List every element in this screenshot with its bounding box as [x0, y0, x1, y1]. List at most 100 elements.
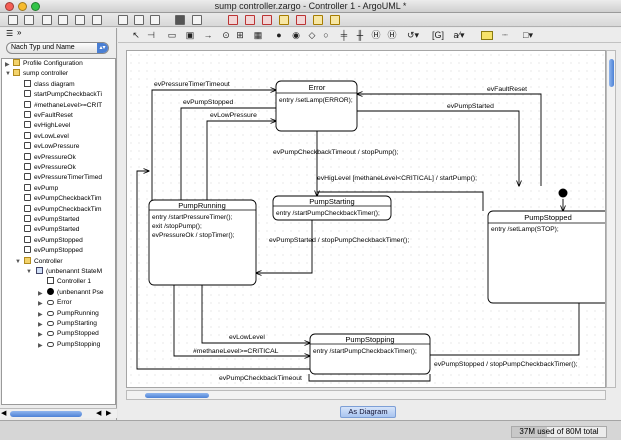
tree-expander-icon[interactable]: ▶: [38, 301, 43, 308]
zoom-icon[interactable]: [192, 15, 202, 25]
tree-expander-icon[interactable]: ▶: [38, 342, 43, 349]
select-tool-icon[interactable]: ↖: [132, 30, 140, 40]
state-diagram-icon[interactable]: [262, 15, 272, 25]
transition-line[interactable]: [151, 90, 276, 225]
transition-tool-icon[interactable]: →: [203, 30, 213, 40]
tree-horizontal-scrollbar[interactable]: ◀ ◀ ▶: [0, 408, 117, 418]
state-pump-starting[interactable]: PumpStarting entry /startPumpCheckbackTi…: [272, 195, 392, 221]
print-icon[interactable]: [92, 15, 102, 25]
call-event-tool-icon[interactable]: ↺▾: [406, 30, 420, 40]
state-pump-running[interactable]: PumpRunning entry /startPressureTimer();…: [148, 199, 257, 286]
close-window-button[interactable]: [5, 2, 14, 11]
tree-item[interactable]: evPressureTimerTimed: [24, 173, 102, 183]
transition-line[interactable]: [201, 285, 310, 343]
new-project-icon[interactable]: [8, 15, 18, 25]
zoom-window-button[interactable]: [31, 2, 40, 11]
tree-item[interactable]: Controller 1: [47, 277, 91, 287]
tree-expander-icon[interactable]: ▼: [26, 269, 32, 275]
tree-item[interactable]: sump controller: [13, 69, 68, 79]
memory-indicator[interactable]: 37M used of 80M total: [511, 426, 607, 438]
transition-line[interactable]: [206, 121, 276, 225]
final-state-tool-icon[interactable]: ◉: [292, 30, 300, 40]
collaboration-diagram-icon[interactable]: [296, 15, 306, 25]
tree-item[interactable]: evPumpStarted: [24, 225, 79, 235]
tree-expander-icon[interactable]: ▶: [38, 311, 43, 318]
join-tool-icon[interactable]: ╫: [356, 30, 364, 40]
delete-icon[interactable]: [134, 15, 144, 25]
class-diagram-icon[interactable]: [228, 15, 238, 25]
save-project-icon[interactable]: [58, 15, 68, 25]
tree-item[interactable]: evPumpCheckbackTim: [24, 194, 102, 204]
tree-item[interactable]: evPressureOk: [24, 152, 76, 163]
open-project-icon[interactable]: [42, 15, 52, 25]
transition-line[interactable]: [316, 191, 484, 211]
sort-order-select[interactable]: Nach Typ und Name ▴▾: [6, 42, 109, 54]
expand-icon[interactable]: »: [17, 28, 22, 37]
scroll-left-icon[interactable]: ◀: [96, 410, 102, 417]
transition-line[interactable]: [430, 281, 579, 356]
fork-tool-icon[interactable]: ╪: [340, 30, 348, 40]
tree-item[interactable]: evLowPressure: [24, 142, 79, 152]
tree-expander-icon[interactable]: ▶: [38, 290, 43, 297]
tree-item[interactable]: PumpStarting: [47, 319, 97, 329]
tree-expander-icon[interactable]: ▶: [38, 322, 43, 328]
activity-diagram-icon[interactable]: [279, 15, 289, 25]
tree-item[interactable]: evPumpCheckbackTim: [24, 204, 102, 215]
tree-item[interactable]: Profile Configuration: [13, 59, 83, 69]
tree-item[interactable]: PumpStopped: [47, 329, 99, 339]
transition-line[interactable]: [181, 107, 276, 225]
tree-item[interactable]: Error: [47, 298, 72, 308]
composite-state-tool-icon[interactable]: ▣: [185, 30, 195, 40]
tree-expander-icon[interactable]: ▼: [5, 71, 11, 77]
guard-tool-icon[interactable]: [G]: [432, 30, 445, 40]
transition-line[interactable]: [173, 285, 310, 356]
scrollbar-thumb[interactable]: [609, 59, 614, 87]
settings-icon[interactable]: [150, 15, 160, 25]
choice-tool-icon[interactable]: ○: [323, 30, 329, 40]
transition-line[interactable]: [256, 213, 313, 273]
tree-item[interactable]: evPumpStarted: [24, 215, 79, 225]
scrollbar-thumb[interactable]: [145, 393, 209, 398]
simple-state-tool-icon[interactable]: ▭: [167, 30, 177, 40]
scroll-left-icon[interactable]: ◀: [1, 410, 7, 417]
transition-line[interactable]: [136, 171, 310, 370]
action-tool-icon[interactable]: a⁄▾: [453, 30, 465, 40]
as-diagram-tab[interactable]: As Diagram: [340, 406, 396, 418]
tree-item[interactable]: Controller: [24, 256, 63, 267]
navigate-back-icon[interactable]: [118, 15, 128, 25]
tree-item[interactable]: evPressureOk: [24, 163, 76, 173]
scroll-right-icon[interactable]: ▶: [106, 410, 112, 417]
transition-line[interactable]: [357, 110, 519, 186]
tree-item[interactable]: evHighLevel: [24, 121, 70, 131]
tree-item[interactable]: PumpStopping: [47, 340, 100, 350]
stub-state-tool-icon[interactable]: ▦: [253, 30, 263, 40]
tree-item[interactable]: #methaneLevel>=CRIT: [24, 100, 102, 111]
tree-item[interactable]: evPumpStopped: [24, 235, 83, 246]
state-pump-stopping[interactable]: PumpStopping entry /startPumpCheckbackTi…: [309, 333, 431, 375]
tree-item[interactable]: evFaultReset: [24, 111, 73, 121]
tree-item[interactable]: evLowLevel: [24, 131, 69, 142]
diagram-vertical-scrollbar[interactable]: [606, 50, 616, 388]
tree-item[interactable]: evPump: [24, 183, 58, 194]
initial-state-node[interactable]: [558, 188, 568, 198]
synch-state-tool-icon[interactable]: ⊙: [222, 30, 230, 40]
comment-link-tool-icon[interactable]: ┈: [502, 30, 508, 40]
tree-item[interactable]: PumpRunning: [47, 309, 99, 319]
save-as-icon[interactable]: [75, 15, 85, 25]
minimize-window-button[interactable]: [18, 2, 27, 11]
perspective-icon[interactable]: ☰: [6, 29, 14, 38]
comment-tool-icon[interactable]: [481, 31, 493, 40]
tree-item[interactable]: (unbenannt Pse: [47, 287, 104, 298]
shallow-history-tool-icon[interactable]: Ⓗ: [371, 30, 381, 40]
state-pump-stopped[interactable]: PumpStopped entry /setLamp(STOP);: [487, 210, 606, 304]
tree-expander-icon[interactable]: ▶: [5, 62, 10, 68]
tree-item[interactable]: (unbenannt StateM: [36, 267, 102, 277]
shape-tool-icon[interactable]: □▾: [523, 30, 533, 40]
deployment-diagram-icon[interactable]: [313, 15, 323, 25]
tree-expander-icon[interactable]: ▶: [38, 332, 43, 339]
initial-state-tool-icon[interactable]: ●: [276, 30, 282, 40]
junction-tool-icon[interactable]: ◇: [308, 30, 316, 40]
transition-line[interactable]: [357, 94, 542, 186]
diagram-canvas[interactable]: Error entry /setLamp(ERROR); PumpRunning…: [126, 50, 606, 388]
tree-item[interactable]: class diagram: [24, 79, 75, 90]
